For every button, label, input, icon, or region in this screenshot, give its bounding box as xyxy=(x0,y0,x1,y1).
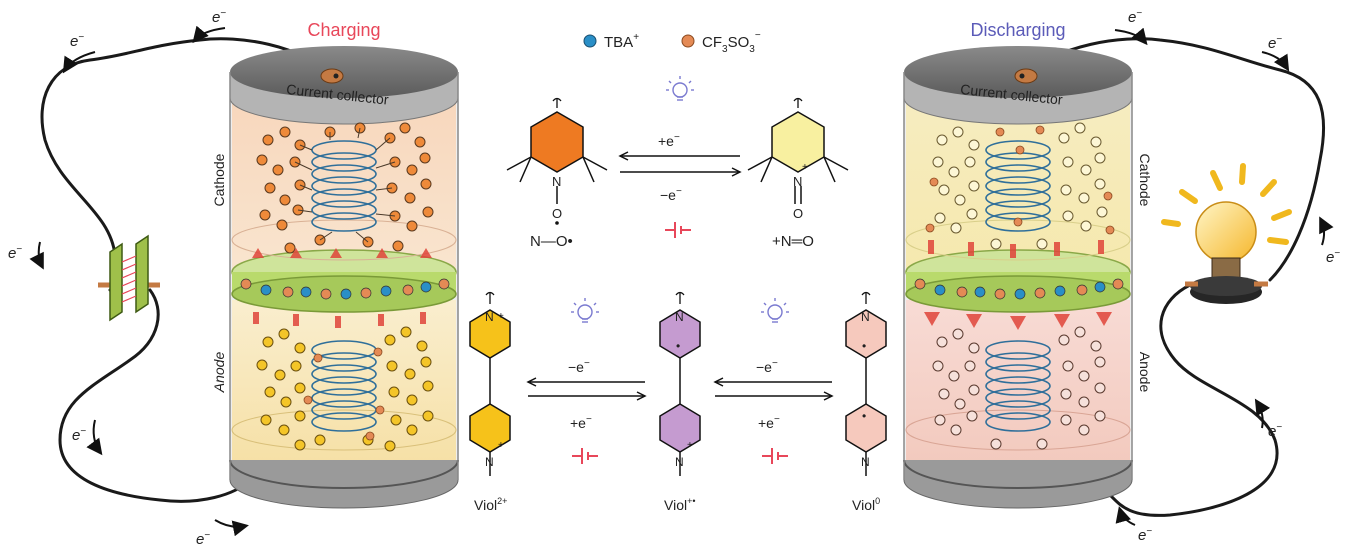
light-hint-icon xyxy=(571,76,789,323)
viologen-neutral-structure: N • • N xyxy=(845,291,887,476)
electron-label: e− xyxy=(72,426,86,444)
svg-text:N: N xyxy=(861,455,870,469)
svg-text:•: • xyxy=(862,339,866,353)
oxo-charge: + xyxy=(802,162,808,173)
electron-label: e− xyxy=(8,244,22,262)
viologen-pendants-left xyxy=(256,326,434,452)
tba-label: TBA+ xyxy=(604,32,639,51)
viologen-reduction-label-1: +e− xyxy=(570,414,592,431)
electron-label: e− xyxy=(1268,34,1282,52)
charging-cell xyxy=(229,46,459,509)
oxo-o-atom: O xyxy=(793,206,803,221)
left-anode-label: Anode xyxy=(211,352,227,394)
ion-flow-arrows-right xyxy=(924,240,1112,330)
svg-text:N: N xyxy=(485,455,494,469)
viologen-equilibrium-arrows xyxy=(526,377,834,401)
ion-legend: TBA+ CF3SO3− xyxy=(583,30,761,55)
svg-text:•: • xyxy=(676,339,680,353)
electron-label: e− xyxy=(1128,8,1142,26)
viologen-oxidation-label-2: −e− xyxy=(756,358,778,375)
svg-text:+: + xyxy=(498,311,504,322)
tempo-radical-structure: N O xyxy=(506,97,608,225)
discharging-cell xyxy=(903,46,1133,509)
battery-symbol-icon xyxy=(572,222,788,464)
svg-text:•: • xyxy=(862,409,866,423)
triflate-label: CF3SO3− xyxy=(702,30,761,55)
viologen-oxidation-label-1: −e− xyxy=(568,358,590,375)
light-bulb-icon xyxy=(1161,163,1292,304)
discharging-title: Discharging xyxy=(970,20,1065,40)
viologen-pendants-right xyxy=(932,326,1106,450)
electron-flow-arrows xyxy=(29,25,1334,537)
viol-radical-label: Viol+• xyxy=(664,496,696,513)
electron-label: e− xyxy=(1268,422,1282,440)
left-cathode-label: Cathode xyxy=(211,153,227,206)
tempo-equilibrium-arrows xyxy=(618,151,742,177)
oxoammonium-structure: N + O xyxy=(747,97,849,221)
polymer-helix-right-anode xyxy=(985,340,1051,432)
electron-label: e− xyxy=(1326,248,1340,266)
tempo-reduction-label: +e− xyxy=(658,132,680,149)
electron-label: e− xyxy=(196,530,210,547)
viol-neutral-label: Viol0 xyxy=(852,496,880,513)
tba-ion-icon xyxy=(583,34,597,48)
electron-label: e− xyxy=(70,32,84,50)
anions-left-anode xyxy=(303,347,385,441)
oxo-pendants-right xyxy=(932,122,1108,250)
tempo-o-atom: O xyxy=(552,206,562,221)
ion-flow-arrows-left xyxy=(252,248,432,328)
viologen-radical-cation-structure: N • N + xyxy=(659,291,701,476)
viologen-dication-structure: N + N + xyxy=(469,291,511,476)
viol-dication-label: Viol2+ xyxy=(474,496,507,513)
polymer-helix-left-anode xyxy=(311,340,377,432)
right-cathode-label: Cathode xyxy=(1137,154,1153,207)
svg-text:N: N xyxy=(675,455,684,469)
anions-right-cathode xyxy=(925,125,1115,235)
oxoammonium-label: +N═O xyxy=(772,233,814,250)
power-source-icon xyxy=(98,234,160,322)
electron-label: e− xyxy=(212,8,226,26)
svg-text:N: N xyxy=(485,310,494,324)
right-anode-label: Anode xyxy=(1137,352,1153,393)
radical-pendants-left xyxy=(256,122,434,254)
oxo-n-atom: N xyxy=(793,174,802,189)
svg-text:+: + xyxy=(498,440,504,451)
charging-title: Charging xyxy=(307,20,380,40)
triflate-ion-icon xyxy=(681,34,695,48)
nitroxide-label: N—O• xyxy=(530,233,573,250)
viologen-reduction-label-2: +e− xyxy=(758,414,780,431)
svg-text:+: + xyxy=(687,440,693,451)
svg-text:N: N xyxy=(675,310,684,324)
separator-ions-right xyxy=(914,278,1124,300)
tempo-oxidation-label: −e− xyxy=(660,186,682,203)
electron-labels: e− e− e− e− e− e− e− e− e− e− xyxy=(8,8,1340,547)
separator-ions-left xyxy=(240,278,450,300)
electron-label: e− xyxy=(1138,526,1152,544)
svg-text:N: N xyxy=(861,310,870,324)
tempo-n-atom: N xyxy=(552,174,561,189)
